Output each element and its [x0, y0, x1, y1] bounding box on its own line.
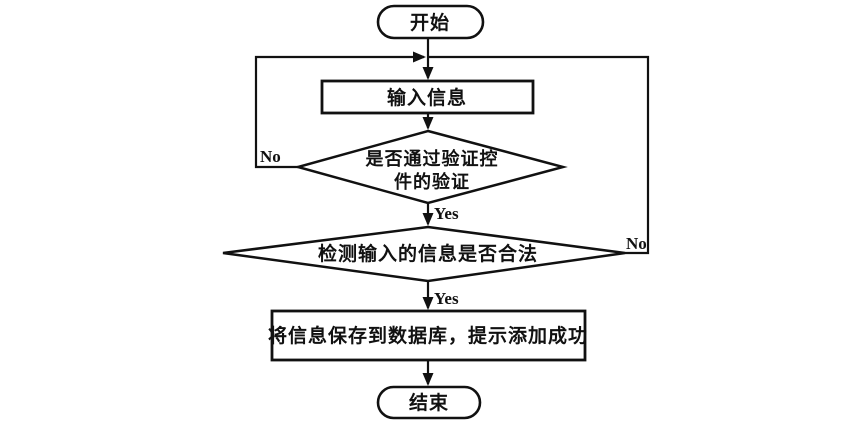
- edge-label-legal-yes: Yes: [434, 289, 459, 308]
- node-save: 将信息保存到数据库，提示添加成功: [268, 309, 588, 362]
- start-label: 开始: [410, 11, 450, 34]
- legal-decision-shape: [222, 225, 626, 283]
- node-check-legal: 检测输入的信息是否合法: [222, 225, 626, 283]
- start-terminator-shape: [376, 4, 485, 40]
- save-process-shape: [270, 309, 587, 362]
- edge-label-legal-no: No: [626, 234, 647, 253]
- node-validate-control: 是否通过验证控 件的验证: [293, 129, 568, 205]
- validate-decision-shape: [293, 129, 568, 205]
- input-label: 输入信息: [387, 86, 467, 109]
- end-terminator-shape: [376, 385, 482, 420]
- end-label: 结束: [409, 391, 449, 414]
- node-input: 输入信息: [320, 79, 535, 115]
- input-process-shape: [320, 79, 535, 115]
- validate-label-line1: 是否通过验证控: [365, 148, 499, 169]
- validate-label-line2: 件的验证: [394, 171, 470, 192]
- edge-legal-no-loop: [429, 55, 650, 255]
- node-end: 结束: [376, 385, 482, 420]
- edge-label-validate-no: No: [260, 147, 281, 166]
- edge-label-validate-yes: Yes: [434, 204, 459, 223]
- save-label: 将信息保存到数据库，提示添加成功: [268, 324, 588, 347]
- node-start: 开始: [376, 4, 485, 40]
- check-legal-label: 检测输入的信息是否合法: [318, 242, 538, 265]
- edge-validate-no-loop: [254, 51, 426, 169]
